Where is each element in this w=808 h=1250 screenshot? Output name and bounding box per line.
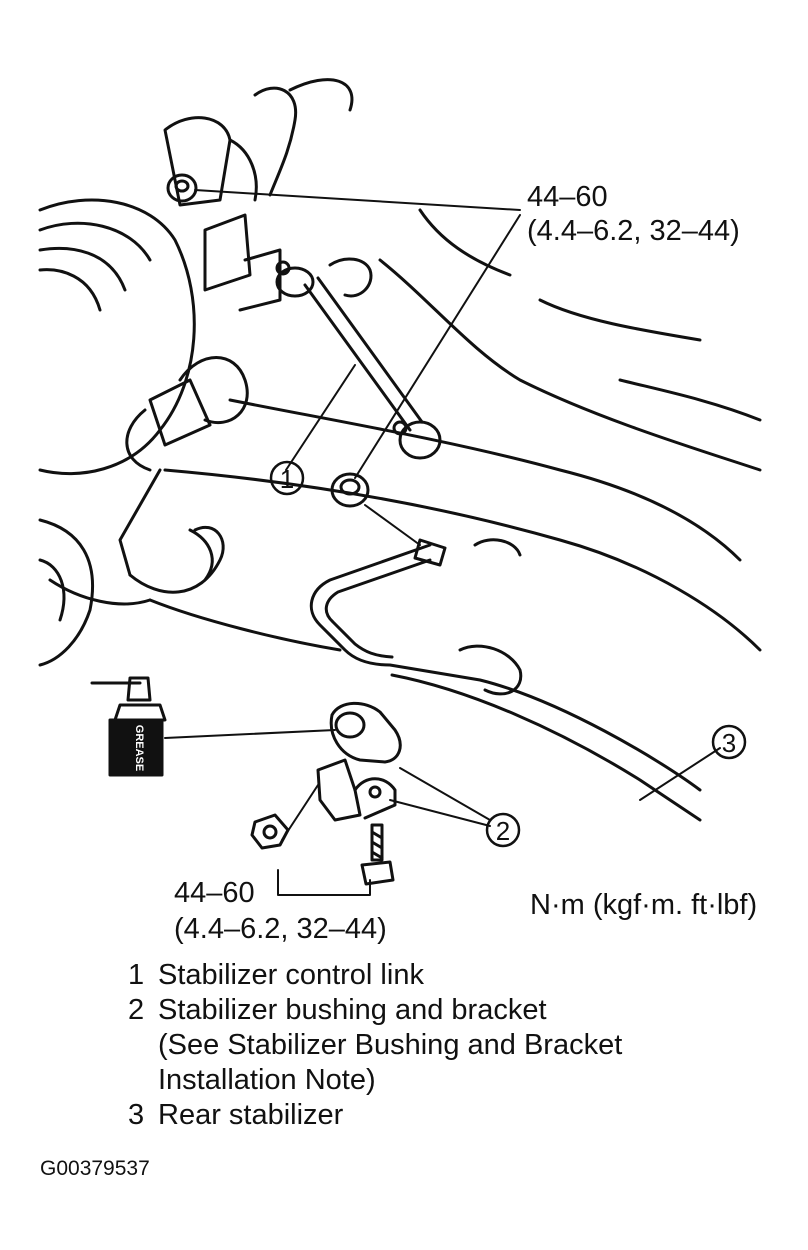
wheel-hub-outline [38, 198, 196, 667]
callout-1-circle [269, 460, 305, 496]
parts-legend: 1 Stabilizer control link 2 Stabilizer b… [128, 958, 622, 1133]
crossmember-outline [48, 208, 762, 696]
legend-text: Stabilizer bushing and bracket [158, 994, 547, 1026]
callout-2-circle [485, 812, 521, 848]
leader-lines [164, 189, 721, 896]
callout-1-number: 1 [280, 464, 294, 494]
callout-3-circle [711, 724, 747, 760]
link-nut-top [166, 173, 198, 203]
legend-number: 1 [128, 959, 145, 991]
grease-can-label: GREASE [133, 725, 145, 771]
legend-text: Installation Note) [158, 1064, 376, 1096]
torque-spec-top-alt: (4.4–6.2, 32–44) [527, 215, 740, 247]
bracket-bolt [360, 823, 395, 886]
stabilizer-bushing [329, 701, 402, 764]
legend-item: 3 Rear stabilizer [128, 1098, 622, 1133]
legend-number: 2 [128, 994, 145, 1026]
legend-text: Stabilizer control link [158, 959, 424, 991]
callout-2-number: 2 [496, 816, 510, 846]
legend-text: (See Stabilizer Bushing and Bracket [158, 1029, 623, 1061]
lower-arm-outline [118, 356, 249, 594]
legend-text: Rear stabilizer [158, 1099, 344, 1131]
legend-number: 3 [128, 1099, 145, 1131]
stabilizer-control-link [275, 257, 442, 460]
legend-item-continuation: (See Stabilizer Bushing and Bracket [128, 1028, 622, 1063]
rear-stabilizer-bar [309, 538, 702, 822]
torque-spec-top-value: 44–60 [527, 181, 608, 213]
grease-can-icon [90, 676, 167, 777]
callout-3-number: 3 [722, 728, 736, 758]
stabilizer-bracket [316, 758, 397, 822]
bracket-nut [250, 813, 290, 850]
legend-item: 1 Stabilizer control link [128, 958, 622, 993]
legend-item: 2 Stabilizer bushing and bracket [128, 993, 622, 1028]
unit-note: N·m (kgf·m. ft·lbf) [530, 889, 758, 921]
figure-id: G00379537 [40, 1157, 150, 1180]
link-nut-bottom [330, 472, 370, 508]
torque-spec-bottom-alt: (4.4–6.2, 32–44) [174, 913, 387, 945]
legend-item-continuation: Installation Note) [128, 1063, 622, 1098]
shock-absorber-outline [163, 78, 354, 312]
torque-spec-bottom-value: 44–60 [174, 877, 255, 909]
